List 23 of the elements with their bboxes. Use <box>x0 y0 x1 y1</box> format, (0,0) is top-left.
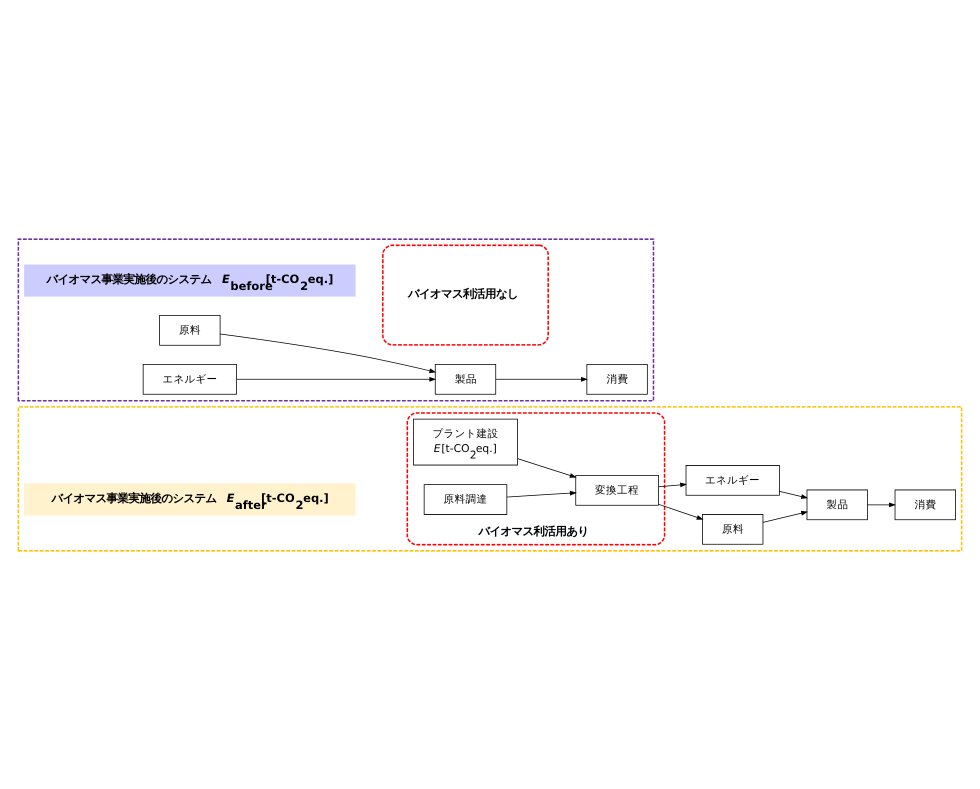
arrow <box>496 376 588 382</box>
node-box: 原料 <box>159 314 220 346</box>
arrow <box>506 490 577 497</box>
node-box: 消費 <box>586 364 648 394</box>
cluster <box>18 406 962 552</box>
arrow <box>220 333 436 373</box>
node-box: 製品 <box>434 364 496 394</box>
arrow <box>658 482 688 487</box>
node-box: エネルギー <box>686 464 780 496</box>
node-box: 製品 <box>806 489 868 520</box>
arrow <box>762 510 808 522</box>
arrow <box>658 503 704 520</box>
arrow <box>867 502 896 507</box>
node-box: バイオマス利活用なし <box>382 244 549 346</box>
arrow <box>517 458 577 478</box>
arrow <box>236 376 436 382</box>
node-box: 原料 <box>702 514 764 544</box>
cluster <box>18 238 654 401</box>
node-box: 変換工程 <box>575 474 659 506</box>
node-box: 原料調達 <box>424 484 508 514</box>
node-box: エネルギー <box>142 364 237 394</box>
arrow <box>779 490 808 498</box>
node-box: 消費 <box>894 489 956 520</box>
